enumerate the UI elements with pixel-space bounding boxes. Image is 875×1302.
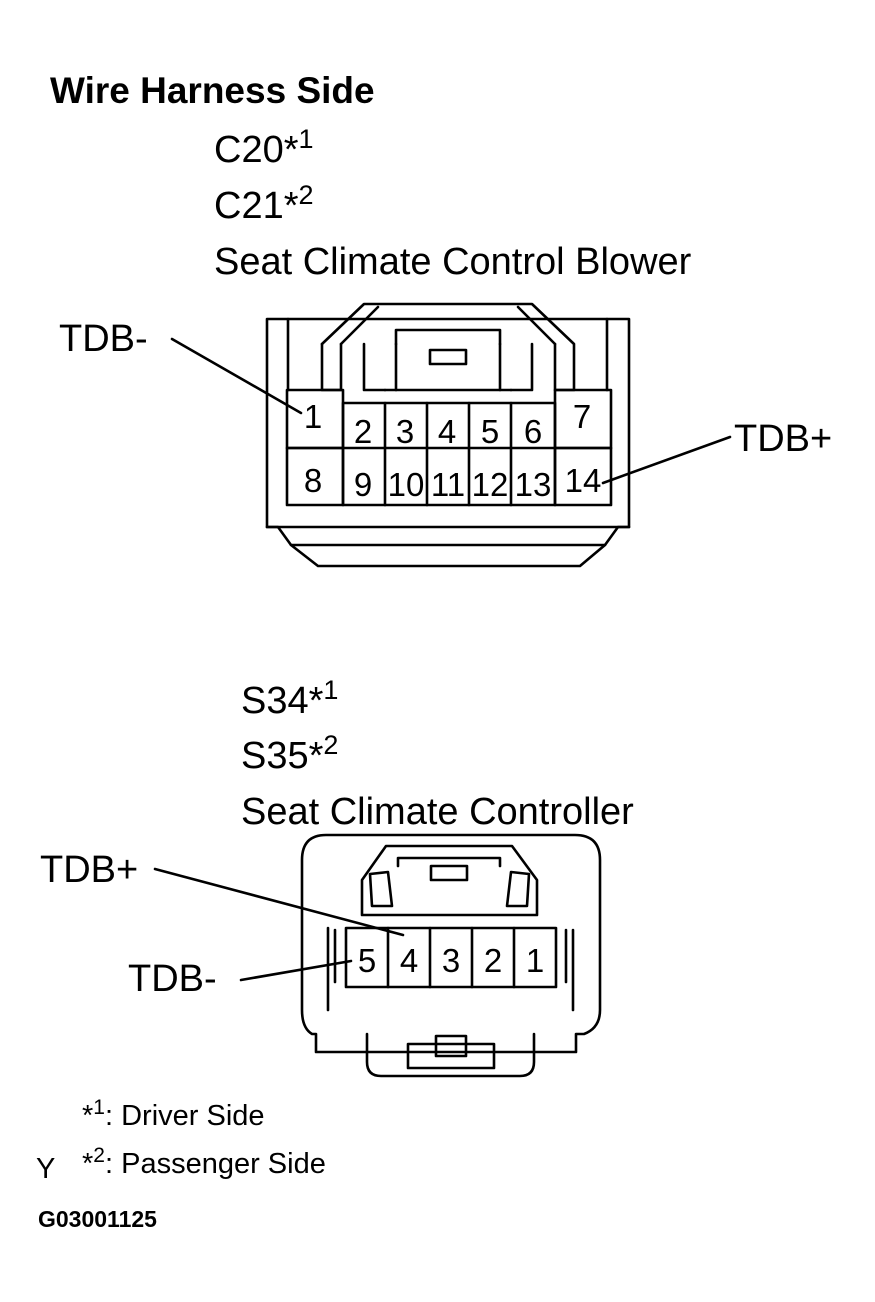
connector-2-pin: 2 (484, 942, 502, 979)
connector-1-pin: 7 (573, 398, 591, 435)
footnote-driver-side: *1: Driver Side (82, 1096, 265, 1132)
connector-2-pin: 1 (526, 942, 544, 979)
connector-2-leader-tdb-minus (239, 959, 353, 982)
connector-1-pin: 10 (388, 466, 425, 503)
connector-2-callout-tdb-minus: TDB- (128, 958, 217, 1000)
connector-1-pin: 2 (354, 413, 372, 450)
connector-1-callout-tdb-minus: TDB- (59, 318, 148, 360)
connector-1-pin: 9 (354, 466, 372, 503)
connector-1-pin: 14 (565, 462, 602, 499)
page-title: Wire Harness Side (50, 70, 375, 111)
connector-1-pin: 5 (481, 413, 499, 450)
connector-1-pin: 12 (472, 466, 509, 503)
connector-2-pin: 3 (442, 942, 460, 979)
connector-1-pin: 3 (396, 413, 414, 450)
figure-code: G03001125 (38, 1206, 157, 1232)
connector-2-housing (300, 833, 602, 1078)
connector-1-code-1: C20*1 (214, 124, 314, 171)
connector-2-pin-grid (344, 926, 558, 989)
connector-1-pin-grid (285, 388, 613, 507)
connector-2-pin: 4 (400, 942, 418, 979)
connector-1-pin: 13 (515, 466, 552, 503)
connector-2-pin: 5 (358, 942, 376, 979)
connector-2-name: Seat Climate Controller (241, 791, 634, 833)
footnote-passenger-side: *2: Passenger Side (82, 1144, 326, 1180)
connector-1-name: Seat Climate Control Blower (214, 241, 692, 283)
connector-1-leader-tdb-minus (170, 337, 303, 415)
connector-2-code-2: S35*2 (241, 730, 339, 777)
connector-2-leader-tdb-plus (153, 867, 405, 937)
connector-1-callout-tdb-plus: TDB+ (734, 418, 833, 460)
connector-1-pin: 6 (524, 413, 542, 450)
connector-2-callout-tdb-plus: TDB+ (40, 849, 139, 891)
connector-1-leader-tdb-plus (601, 435, 732, 485)
connector-1-pin: 4 (438, 413, 456, 450)
connector-1-pin: 1 (304, 398, 322, 435)
connector-2-code-1: S34*1 (241, 675, 339, 722)
connector-1-code-2: C21*2 (214, 180, 314, 227)
marker-y: Y (36, 1153, 56, 1185)
connector-1-pin: 11 (431, 466, 465, 503)
connector-1-pin: 8 (304, 462, 322, 499)
